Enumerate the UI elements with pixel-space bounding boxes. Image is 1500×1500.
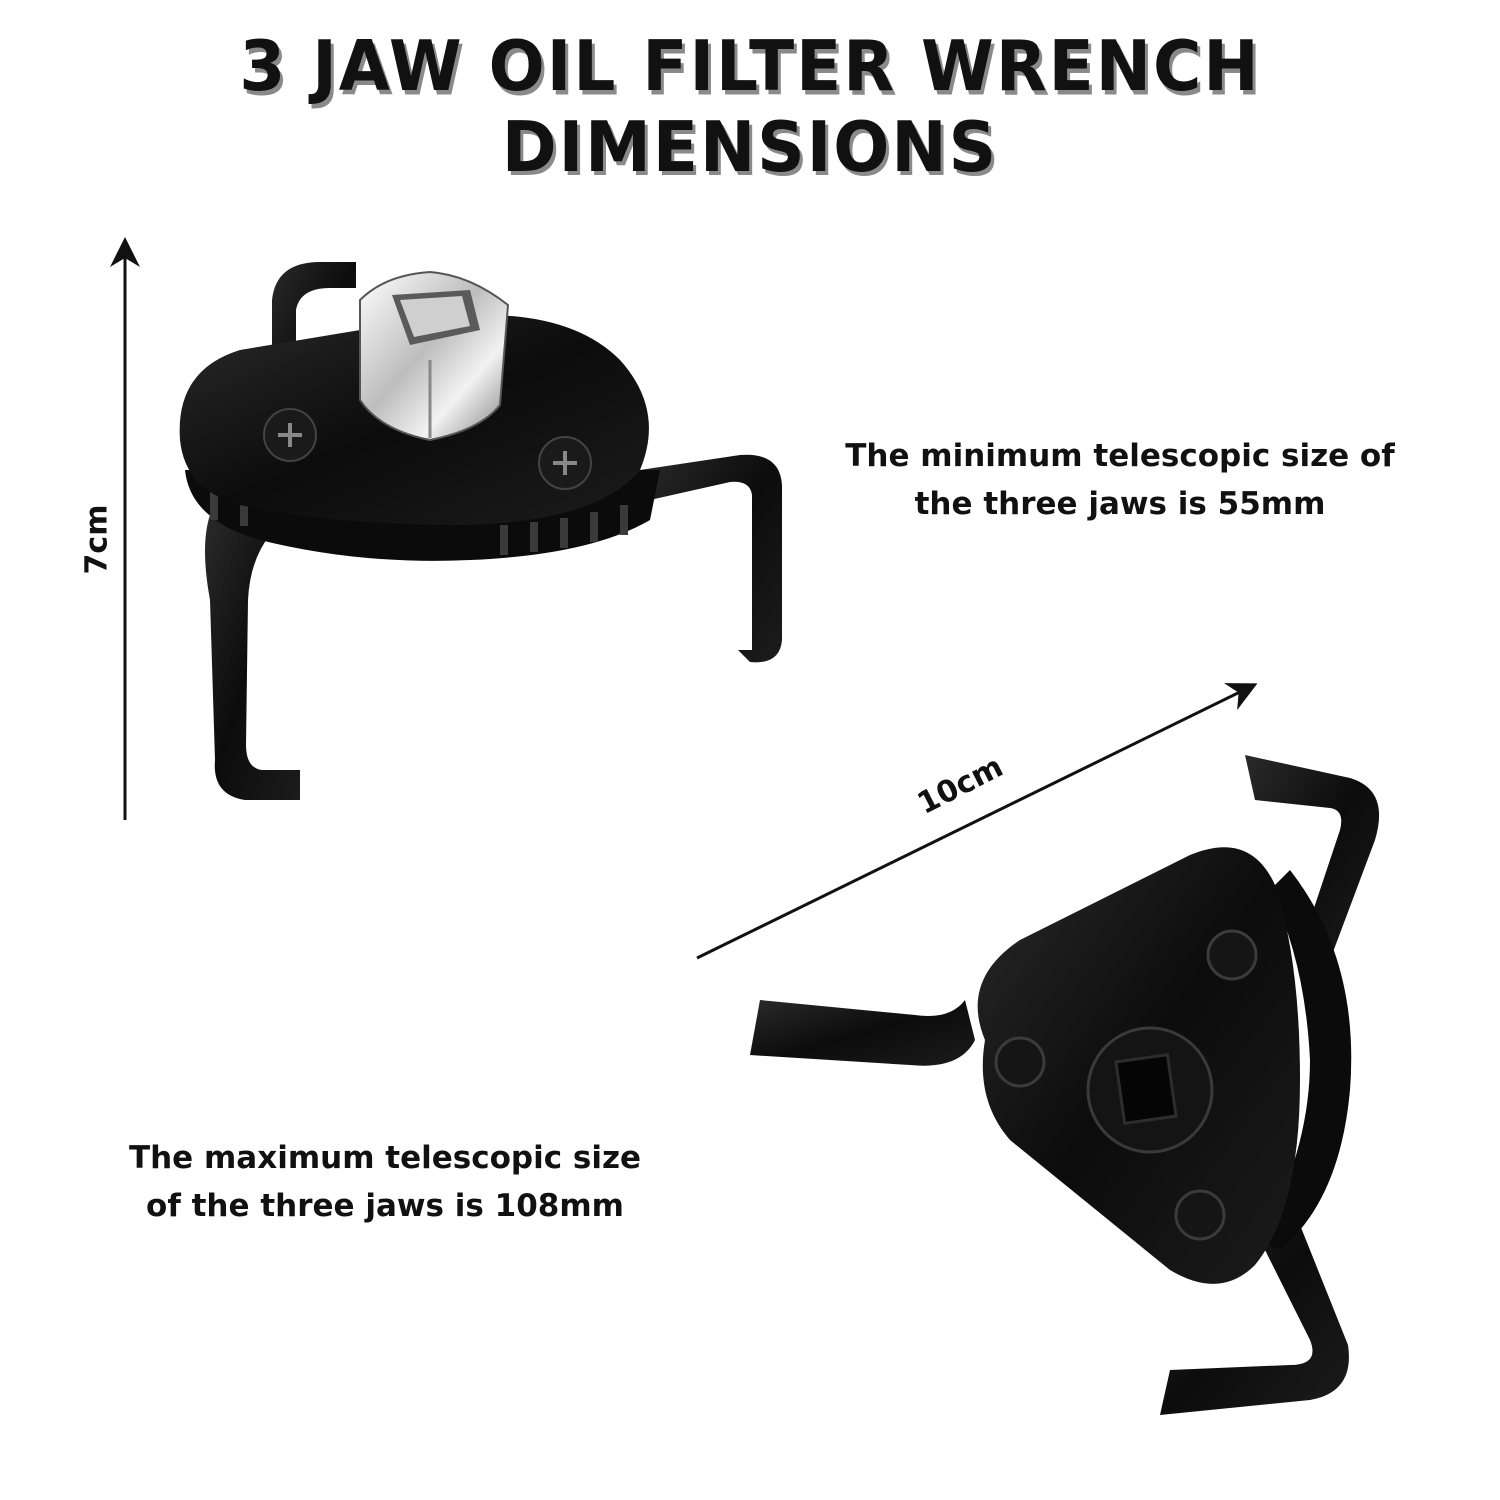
caption-line: The minimum telescopic size of xyxy=(845,438,1395,474)
wrench-side-view-image xyxy=(179,262,782,800)
chrome-socket-adapter xyxy=(359,270,510,442)
caption-line: the three jaws is 55mm xyxy=(914,486,1326,522)
maximum-size-caption: The maximum telescopic size of the three… xyxy=(90,1134,680,1230)
caption-line: of the three jaws is 108mm xyxy=(146,1188,624,1224)
height-dimension-label: 7cm xyxy=(79,504,115,575)
page-title: 3 JAW OIL FILTER WRENCH DIMENSIONS xyxy=(239,26,1261,188)
square-drive-icon xyxy=(1086,1026,1214,1154)
screw-left-icon xyxy=(263,408,317,462)
rivet-bottom-icon xyxy=(1174,1189,1226,1241)
wrench-top-view-image xyxy=(750,755,1380,1415)
width-dimension-arrow xyxy=(696,683,1258,960)
minimum-size-caption: The minimum telescopic size of the three… xyxy=(820,432,1420,528)
screw-right-icon xyxy=(538,436,592,490)
rivet-left-icon xyxy=(994,1036,1046,1088)
rivet-top-icon xyxy=(1206,929,1258,981)
caption-line: The maximum telescopic size xyxy=(128,1140,642,1176)
